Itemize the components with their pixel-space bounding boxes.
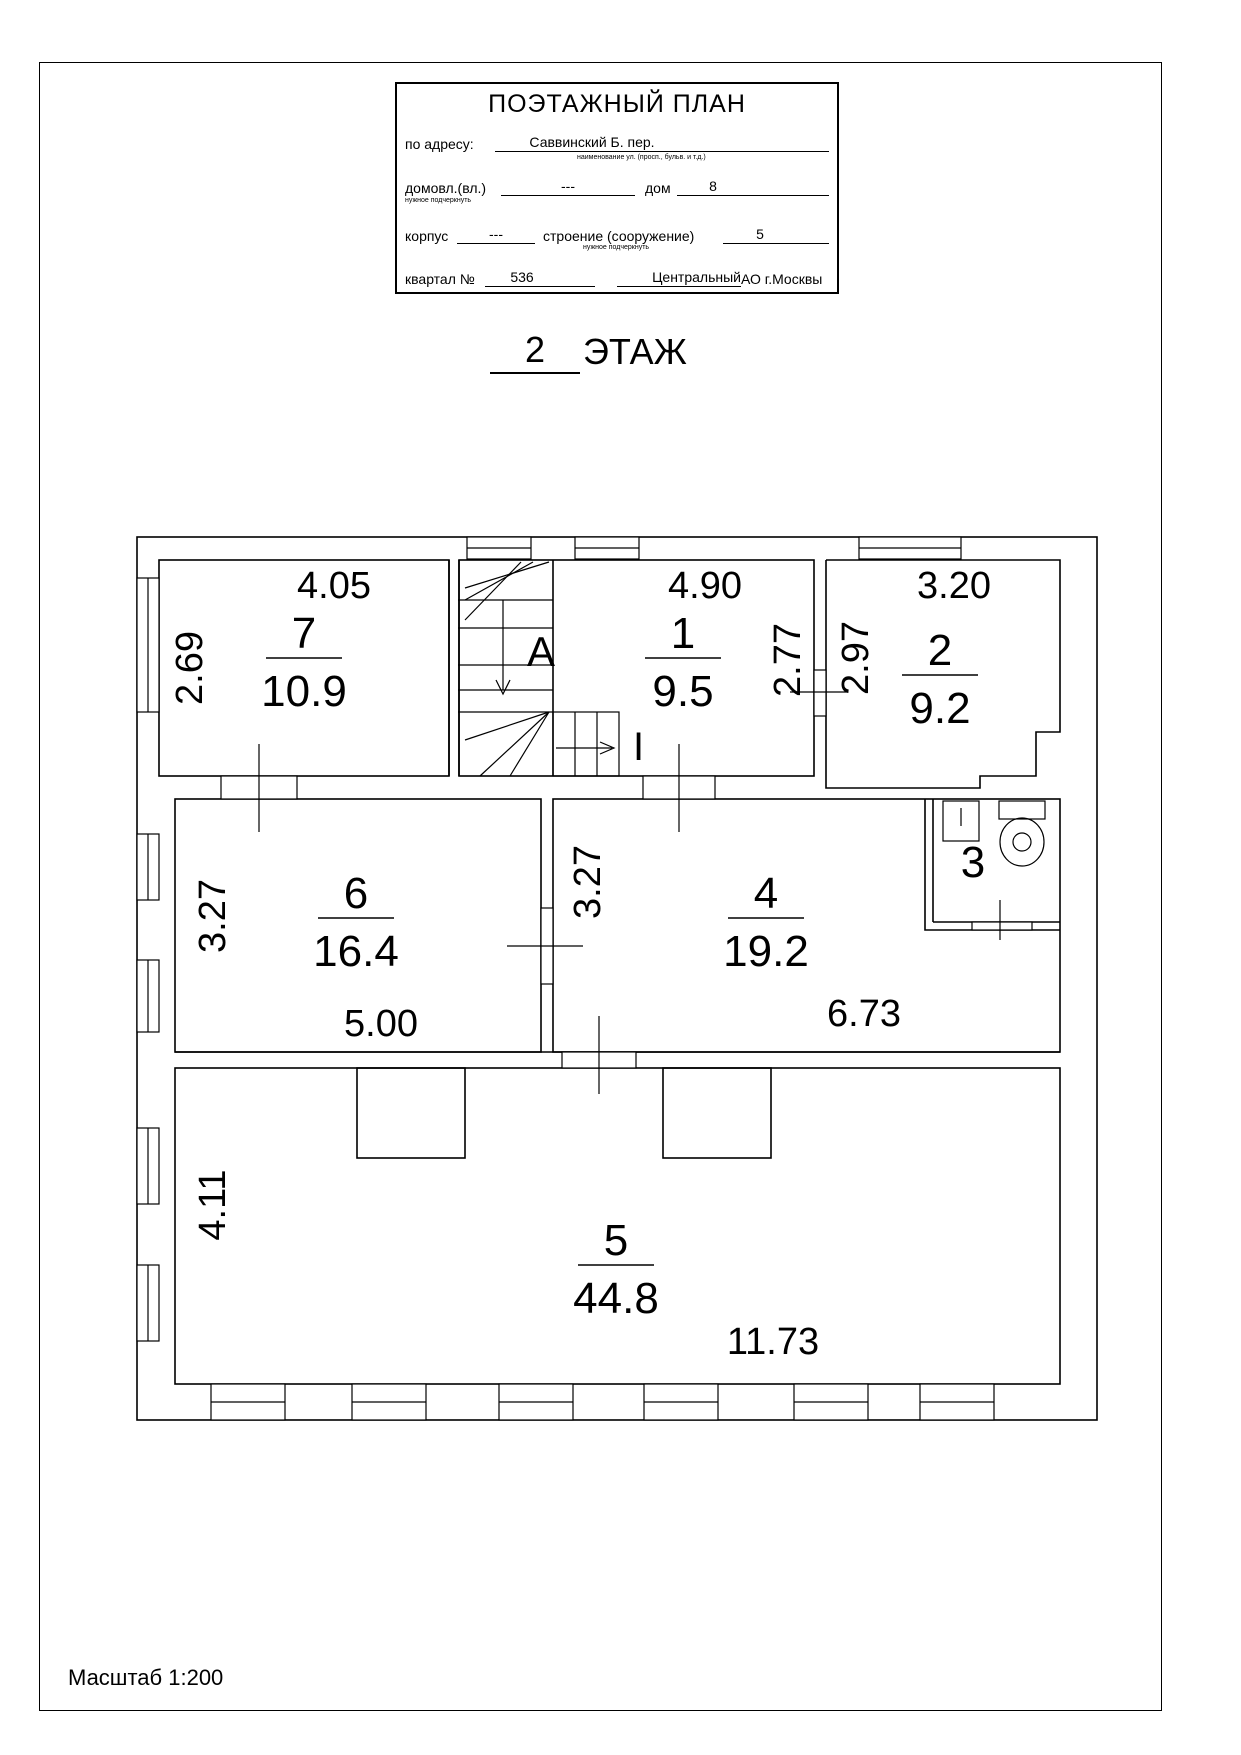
stair-arrow-2-head: [599, 741, 616, 755]
staircase: [448, 560, 620, 777]
street-value: Саввинский Б. пер.: [495, 134, 829, 152]
underline-hint-2: нужное подчеркнуть: [583, 244, 650, 251]
dimension-label: 3.27: [192, 879, 234, 953]
column-right: [662, 1067, 772, 1159]
wc-fixtures: [942, 800, 1046, 867]
floor-number: 2: [490, 328, 580, 374]
floor-label: ЭТАЖ: [583, 331, 687, 372]
dimension-label: 3.20: [917, 565, 991, 607]
doors: [220, 669, 1033, 1094]
domovl-label: домовл.(вл.): [405, 180, 487, 196]
street-hint: наименование ул. (просп., бульв. и т.д.): [577, 154, 706, 161]
dimension-label: 4.11: [192, 1169, 234, 1240]
room-number: 5: [604, 1216, 628, 1265]
room-number: 6: [344, 869, 368, 918]
room-area: 9.2: [909, 684, 970, 733]
stroenie-value: 5: [723, 226, 829, 244]
district-suffix: АО г.Москвы: [741, 271, 823, 287]
dimension-label: 2.69: [169, 631, 211, 705]
dimension-label: 4.90: [668, 565, 742, 607]
door-room-2: [813, 669, 827, 717]
winder-line: [464, 561, 522, 621]
winder-line: [479, 711, 550, 777]
district-value: Центральный: [617, 269, 741, 287]
windows: [136, 536, 995, 1421]
domovl-value: ---: [501, 178, 635, 196]
stair-flight-2: [552, 711, 620, 777]
toilet-tank: [998, 800, 1046, 820]
room-area: 9.5: [652, 667, 713, 716]
room-area: 44.8: [573, 1274, 659, 1323]
dimension-label: 2.77: [767, 623, 809, 697]
wall-room-2: [825, 559, 1061, 789]
dimension-label: 6.73: [827, 993, 901, 1035]
scale-label: Масштаб 1:200: [68, 1665, 224, 1690]
winder-line: [464, 711, 550, 741]
dom-value: 8: [677, 178, 829, 196]
room-number: 1: [671, 609, 695, 658]
stroenie-label: строение (сооружение): [543, 228, 695, 244]
room-number: 4: [754, 869, 778, 918]
dimension-label: 5.00: [344, 1003, 418, 1045]
kvartal-label: квартал №: [405, 271, 475, 287]
stair-label-a: A: [527, 628, 555, 675]
underline-hint-1: нужное подчеркнуть: [405, 197, 472, 204]
column-left: [356, 1067, 466, 1159]
winder-line: [464, 561, 534, 601]
room-number: 7: [292, 609, 316, 658]
kvartal-text: 536: [510, 269, 534, 285]
winder-line: [464, 561, 550, 589]
korpus-label: корпус: [405, 228, 449, 244]
stair-label-roman: I: [633, 725, 644, 769]
dimension-label: 11.73: [727, 1321, 819, 1363]
room-labels: 7 10.9 1 9.5 2 9.2 3 6 16.4 4 19.2 5 44.8: [261, 609, 985, 1323]
room-number: 3: [961, 838, 985, 887]
dimension-label: 4.05: [297, 565, 371, 607]
kvartal-value: 536: [485, 269, 595, 287]
sink: [942, 800, 980, 842]
stamp-title: ПОЭТАЖНЫЙ ПЛАН: [488, 90, 746, 118]
dom-text: 8: [709, 178, 717, 194]
winder-line: [509, 711, 550, 777]
room-area: 10.9: [261, 667, 347, 716]
address-label: по адресу:: [405, 136, 474, 152]
dimension-label: 2.97: [835, 621, 877, 695]
room-number: 2: [928, 626, 952, 675]
title-stamp: ПОЭТАЖНЫЙ ПЛАН по адресу: Саввинский Б. …: [395, 82, 839, 294]
toilet-hole: [1012, 832, 1032, 852]
korpus-value: ---: [457, 226, 535, 244]
dom-label: дом: [645, 180, 671, 196]
page-frame: [39, 62, 1162, 1711]
room-area: 16.4: [313, 927, 399, 976]
stair-arrow-head: [495, 679, 511, 696]
dimension-label: 3.27: [567, 845, 609, 919]
toilet-bowl: [999, 817, 1045, 867]
door-room-3: [971, 921, 1033, 931]
street-text: Саввинский Б. пер.: [529, 134, 655, 150]
dimension-labels: 4.05 4.90 3.20 2.69 2.77 2.97 3.27 3.27 5.00 6.73…: [169, 565, 991, 1363]
stroenie-text: 5: [756, 226, 764, 242]
room-area: 19.2: [723, 927, 809, 976]
